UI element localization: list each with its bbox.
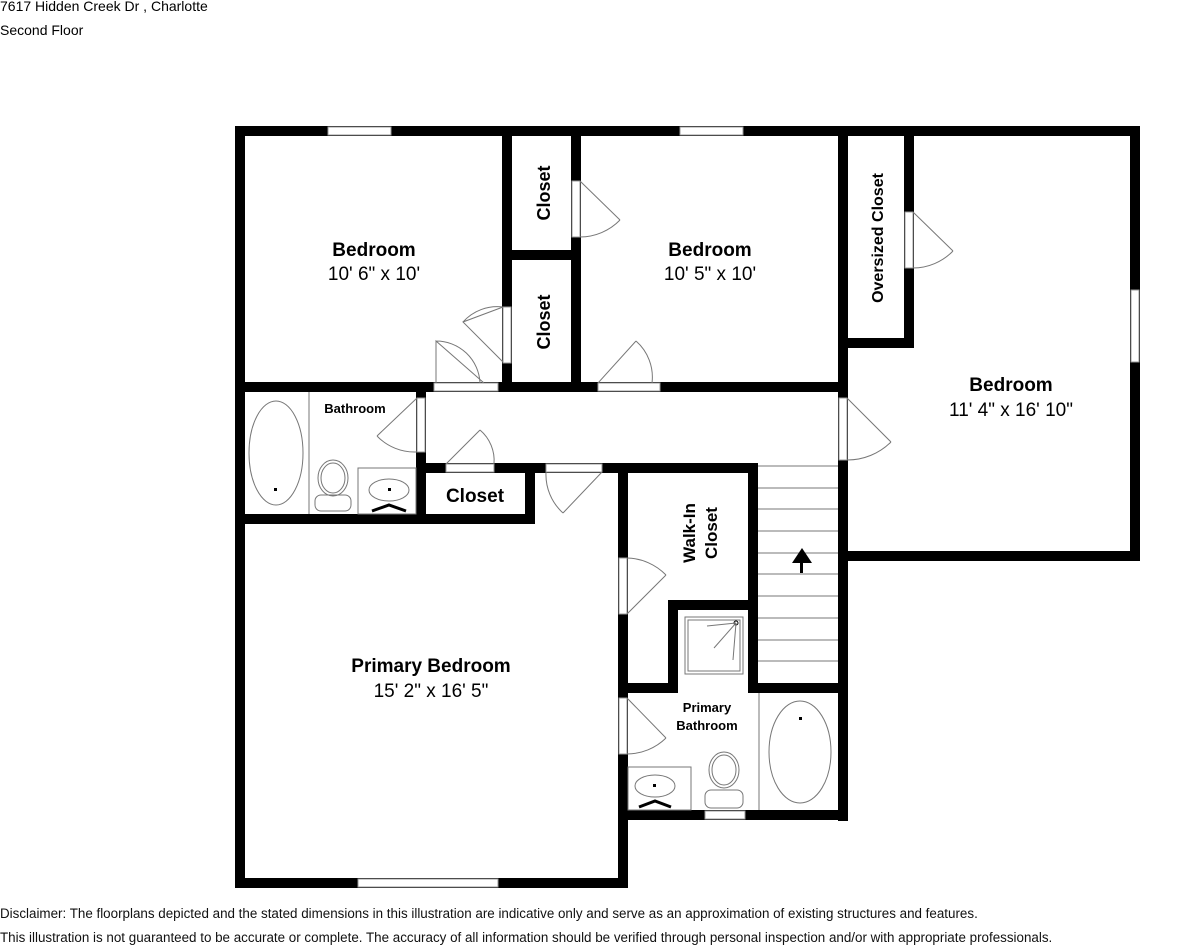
toilet-icon	[314, 459, 352, 512]
bedroom-1-dimensions: 10' 6" x 10'	[328, 264, 420, 285]
primary-sink-icon	[627, 766, 692, 811]
bedroom-1-label: Bedroom	[332, 240, 415, 261]
bathroom-label: Bathroom	[324, 401, 385, 416]
doors	[376, 180, 954, 755]
property-address: 7617 Hidden Creek Dr , Charlotte	[0, 0, 208, 14]
primary-bathroom-label-line1: Primary	[683, 700, 732, 715]
hall-closet-label: Closet	[446, 486, 505, 507]
shower-icon	[684, 616, 744, 675]
oversized-closet-label: Oversized Closet	[870, 172, 887, 303]
sink-icon	[357, 467, 417, 515]
primary-toilet-icon	[704, 751, 744, 809]
primary-bathroom-label-line2: Bathroom	[676, 718, 737, 733]
closet-lower-label: Closet	[534, 294, 554, 349]
closet-upper-label: Closet	[534, 165, 554, 220]
floor-label: Second Floor	[0, 22, 84, 38]
bathtub-icon	[248, 400, 304, 506]
primary-bathtub-icon	[768, 700, 832, 804]
disclaimer-line-1: Disclaimer: The floorplans depicted and …	[0, 906, 978, 921]
primary-bedroom-label: Primary Bedroom	[351, 656, 510, 677]
walk-in-closet-label-line2: Closet	[702, 507, 721, 559]
bedroom-3-label: Bedroom	[969, 375, 1052, 396]
bathroom-fixtures	[248, 392, 832, 811]
primary-bedroom-dimensions: 15' 2" x 16' 5"	[374, 681, 489, 702]
staircase	[758, 465, 838, 662]
bedroom-2-label: Bedroom	[668, 240, 751, 261]
disclaimer-line-2: This illustration is not guaranteed to b…	[0, 930, 1053, 945]
stair-up-arrow-icon	[792, 548, 812, 573]
bedroom-3-dimensions: 11' 4" x 16' 10"	[949, 400, 1073, 421]
bedroom-2-dimensions: 10' 5" x 10'	[664, 264, 756, 285]
walk-in-closet-label-line1: Walk-In	[680, 503, 699, 563]
windows	[327, 126, 1140, 888]
